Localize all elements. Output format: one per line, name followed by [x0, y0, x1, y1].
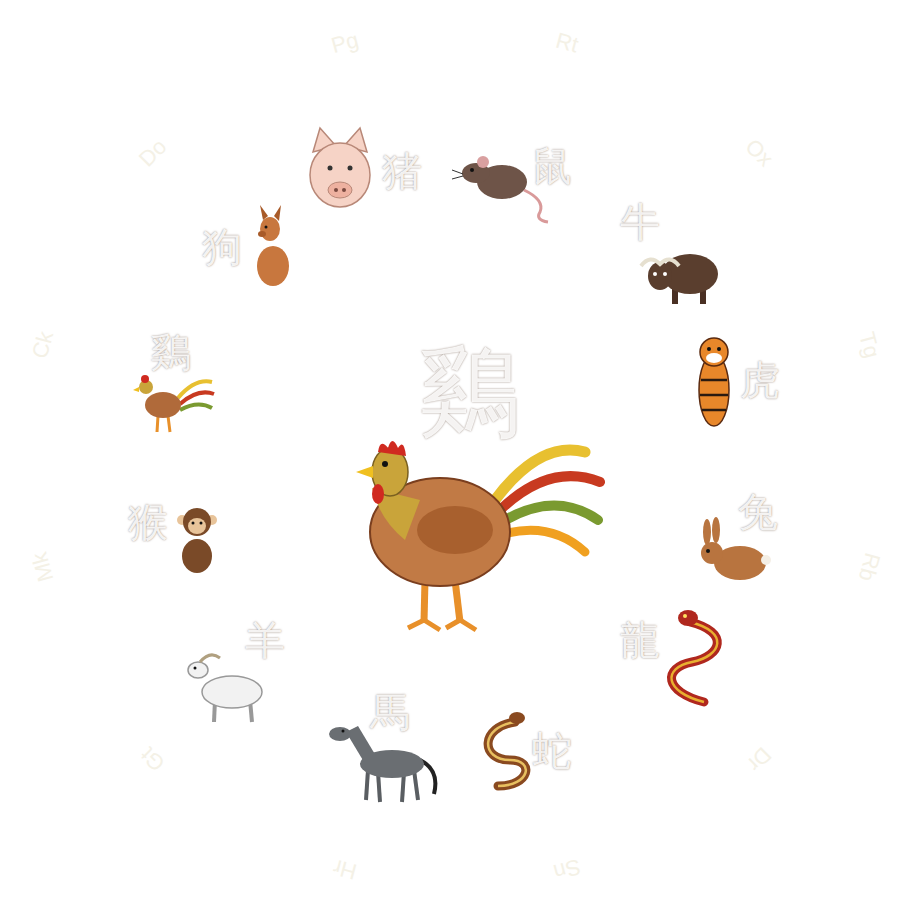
circle-outline	[326, 117, 434, 225]
ring-label: Pg	[329, 28, 361, 56]
ring-label: Ck	[28, 329, 56, 361]
ring-segment	[659, 64, 847, 252]
circle-outline	[117, 326, 225, 434]
ring-label: Dr	[743, 743, 775, 775]
tiger-figure	[699, 338, 729, 426]
snake-figure	[488, 712, 526, 786]
ring-segment	[64, 64, 252, 252]
ring-band: Sn	[458, 805, 681, 910]
ring-segment	[2, 459, 106, 680]
dragon-figure	[671, 610, 717, 702]
zodiac-circle: 鼠	[471, 110, 593, 232]
ring-band: Tg	[805, 231, 910, 454]
zodiac-circle: 虎	[680, 319, 802, 441]
circle-outline	[193, 193, 301, 301]
circle-outline	[611, 611, 719, 719]
ring-label: Sn	[551, 855, 583, 883]
ring-segment	[459, 2, 680, 106]
ring-label: Hr	[331, 856, 359, 883]
circle-outline	[326, 687, 434, 795]
ring-segment	[64, 659, 252, 847]
zodiac-circle: 狗	[186, 186, 308, 308]
circle-outline	[478, 687, 586, 795]
zodiac-character: 兔	[738, 492, 778, 532]
zodiac-character: 狗	[202, 227, 242, 267]
pig-figure	[310, 128, 370, 207]
ring-segment	[806, 232, 910, 453]
zodiac-character: 馬	[370, 692, 410, 732]
circle-outline	[687, 478, 795, 586]
zodiac-character: 猴	[128, 502, 168, 542]
zodiac-circle: 龍	[604, 604, 726, 726]
ring-band: Gt	[64, 659, 253, 848]
ring-segment	[232, 806, 453, 910]
ring-band: Dr	[659, 659, 848, 848]
ring-segment	[806, 459, 910, 680]
ring-label: Tg	[855, 330, 883, 361]
zodiac-circle: 鷄	[110, 319, 232, 441]
ring-label: Do	[136, 136, 171, 171]
ring-band: Pg	[231, 2, 454, 107]
ring-band: Ox	[659, 64, 848, 253]
ring-label: Gt	[137, 743, 169, 775]
ring-band: Rb	[805, 458, 910, 681]
ring-band: Do	[64, 64, 253, 253]
ring-band: Rt	[458, 2, 681, 107]
dog-figure	[257, 205, 289, 286]
zodiac-circle: 猪	[319, 110, 441, 232]
ring-segment	[659, 659, 847, 847]
circle-outline	[193, 611, 301, 719]
ox-figure	[641, 254, 718, 304]
zodiac-circle: 兔	[680, 471, 802, 593]
center-circle: 鷄	[306, 310, 606, 610]
ring-label: Mk	[28, 550, 57, 584]
horse-figure	[329, 726, 435, 802]
rooster-figure	[133, 375, 214, 432]
zodiac-character: 虎	[740, 360, 780, 400]
zodiac-character: 龍	[620, 620, 660, 660]
zodiac-character: 牛	[620, 202, 660, 242]
ring-segment	[2, 232, 106, 453]
zodiac-character: 羊	[245, 620, 285, 660]
circle-outline	[611, 193, 719, 301]
circle-outline	[320, 324, 592, 596]
circle-outline	[117, 478, 225, 586]
ring-segment	[232, 2, 453, 106]
ring-band: Ck	[2, 231, 107, 454]
zodiac-character: 蛇	[532, 731, 572, 771]
ring-band: Mk	[2, 458, 107, 681]
ring-label: Rb	[855, 550, 884, 583]
zodiac-circle: 猴	[110, 471, 232, 593]
zodiac-circle: 羊	[186, 604, 308, 726]
ring-segment	[459, 806, 680, 910]
zodiac-character: 鷄	[151, 332, 191, 372]
zodiac-circle: 牛	[604, 186, 726, 308]
circle-outline	[687, 326, 795, 434]
zodiac-circle: 馬	[319, 680, 441, 802]
ring-band: Hr	[231, 805, 454, 910]
zodiac-character: 鷄	[420, 342, 520, 442]
zodiac-character: 猪	[382, 151, 422, 191]
zodiac-circle: 蛇	[471, 680, 593, 802]
ring-label: Rt	[553, 29, 580, 56]
center-rooster-figure	[356, 441, 600, 630]
ring-label: Ox	[741, 136, 776, 171]
zodiac-character: 鼠	[532, 146, 572, 186]
circle-outline	[478, 117, 586, 225]
monkey-figure	[177, 508, 217, 573]
goat-figure	[188, 655, 262, 722]
